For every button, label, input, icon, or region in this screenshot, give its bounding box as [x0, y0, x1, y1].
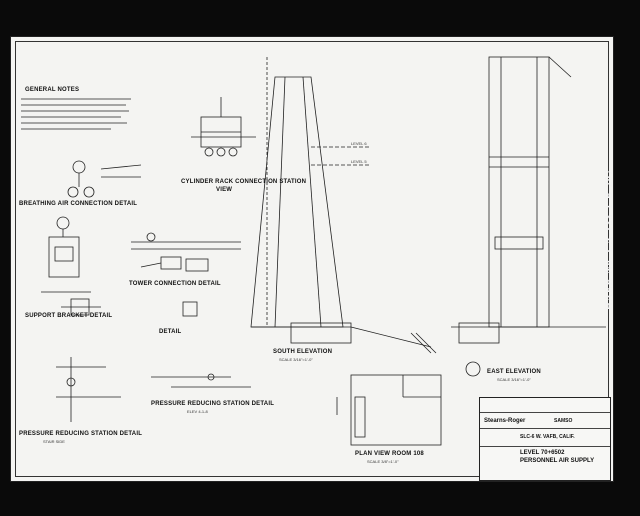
drawing-border: [15, 41, 609, 477]
tower-connection-title: TOWER CONNECTION DETAIL: [129, 281, 221, 287]
pressure-reducing-title: PRESSURE REDUCING STATION DETAIL: [19, 431, 143, 437]
plan-view-title: PLAN VIEW ROOM 108: [355, 451, 424, 457]
title-block: Stearns-Roger SAMSO SLC-6 W. VAFB, CALIF…: [479, 397, 611, 481]
level-label-b: LEVEL 5: [351, 159, 367, 164]
breathing-air-title: BREATHING AIR CONNECTION DETAIL: [19, 201, 138, 207]
company-name: Stearns-Roger: [484, 418, 526, 424]
detail-title: DETAIL: [159, 329, 182, 335]
elevation-subtitle: ELEV 4-1-8: [187, 409, 208, 414]
haer-number-label: HAER No. CA-133-1-B-207: [604, 168, 615, 310]
east-elevation-scale: SCALE 3/16"=1'-0": [497, 377, 531, 382]
east-elevation-title: EAST ELEVATION: [487, 369, 541, 375]
support-bracket-title: SUPPORT BRACKET DETAIL: [25, 313, 113, 319]
plan-view-scale: SCALE 3/8"=1'-0": [367, 459, 399, 464]
view-title: VIEW: [216, 187, 233, 193]
pressure-reducing-subtitle: STAIR SIDE: [43, 439, 65, 444]
south-elevation-title: SOUTH ELEVATION: [273, 349, 333, 355]
agency-name: SAMSO: [554, 418, 573, 424]
level-label-a: LEVEL 6: [351, 141, 367, 146]
drawing-linework: [21, 56, 606, 446]
subject-title: PERSONNEL AIR SUPPLY: [520, 458, 595, 464]
site-name: SLC-6 W. VAFB, CALIF.: [520, 434, 575, 440]
drawing-sheet: GENERAL NOTES CYLINDER RACK CONNECTION S…: [10, 36, 614, 482]
pressure-reducing-title-2: PRESSURE REDUCING STATION DETAIL: [151, 401, 275, 407]
south-elevation-scale: SCALE 3/16"=1'-0": [279, 357, 313, 362]
level-title: LEVEL 70+6502: [520, 450, 565, 456]
cylinder-rack-title: CYLINDER RACK CONNECTION STATION: [181, 179, 307, 185]
general-notes-title: GENERAL NOTES: [25, 87, 80, 93]
